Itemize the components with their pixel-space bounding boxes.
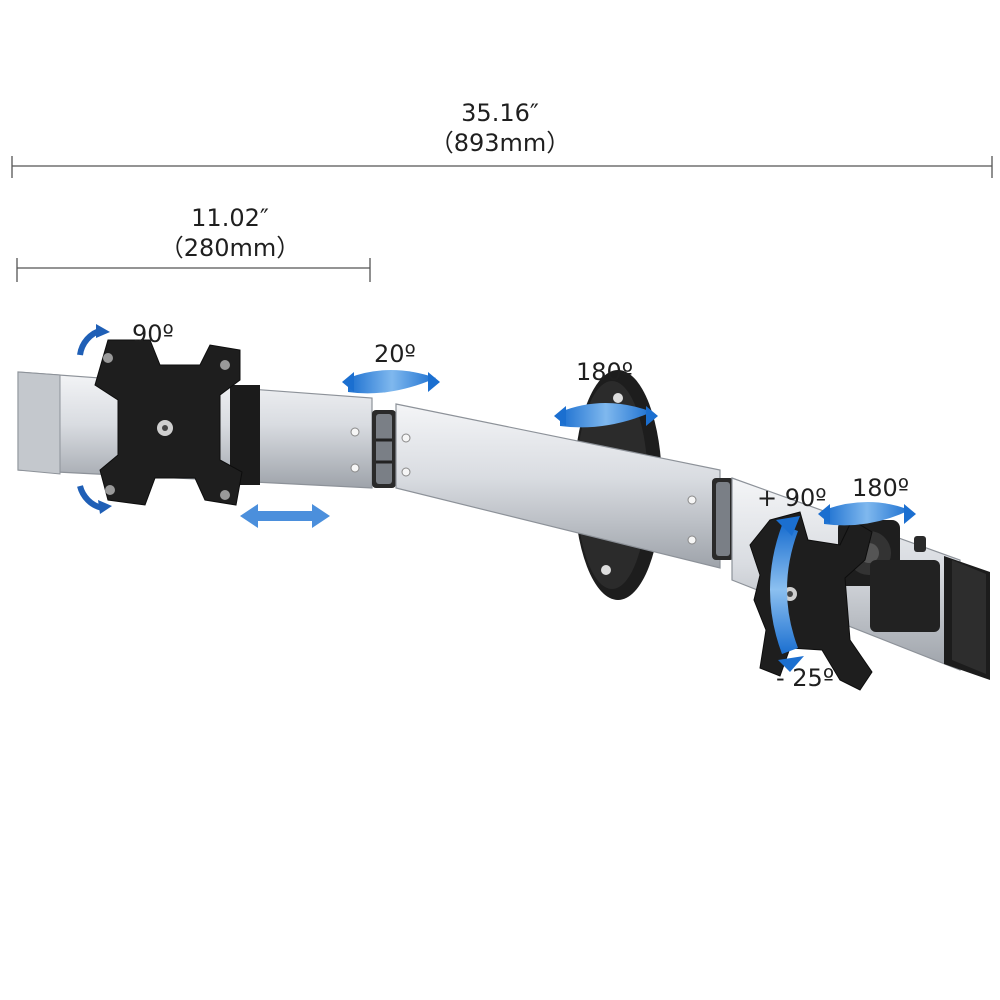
total-length-mm: （893mm） (429, 129, 571, 157)
rotate-arrow-icon (554, 403, 658, 428)
left-vesa-plate (94, 339, 260, 506)
rotate-arrow-icon (770, 516, 804, 672)
segment-length-mm: （280mm） (159, 234, 301, 262)
rotation-label-tilt-down: - 25º (776, 664, 834, 692)
rotate-arrow-icon (77, 485, 112, 514)
rotate-arrow-icon (818, 502, 916, 526)
segment-length-inches: 11.02″ (191, 204, 269, 232)
total-length-inches: 35.16″ (461, 99, 539, 127)
rotation-label-wall-mount: 180º (576, 358, 633, 386)
rotation-label-vesa-left: 90º (132, 320, 174, 348)
dimension-line-segment (16, 258, 371, 282)
segment-length-label: 11.02″ （280mm） (90, 203, 370, 263)
total-length-label: 35.16″ （893mm） (340, 98, 660, 158)
dimension-line-total (11, 156, 993, 178)
rotation-label-tilt-up: + 90º (757, 484, 827, 512)
left-joint-hinge (372, 410, 396, 488)
rotation-label-joint: 20º (374, 340, 416, 368)
rotate-arrow-icon (77, 324, 110, 356)
slide-arrow-icon (240, 504, 330, 528)
middle-arm-segment (395, 403, 721, 569)
rotation-label-right-plate: 180º (852, 474, 909, 502)
right-joint-hinge (712, 478, 734, 560)
rotate-arrow-icon (342, 370, 440, 394)
